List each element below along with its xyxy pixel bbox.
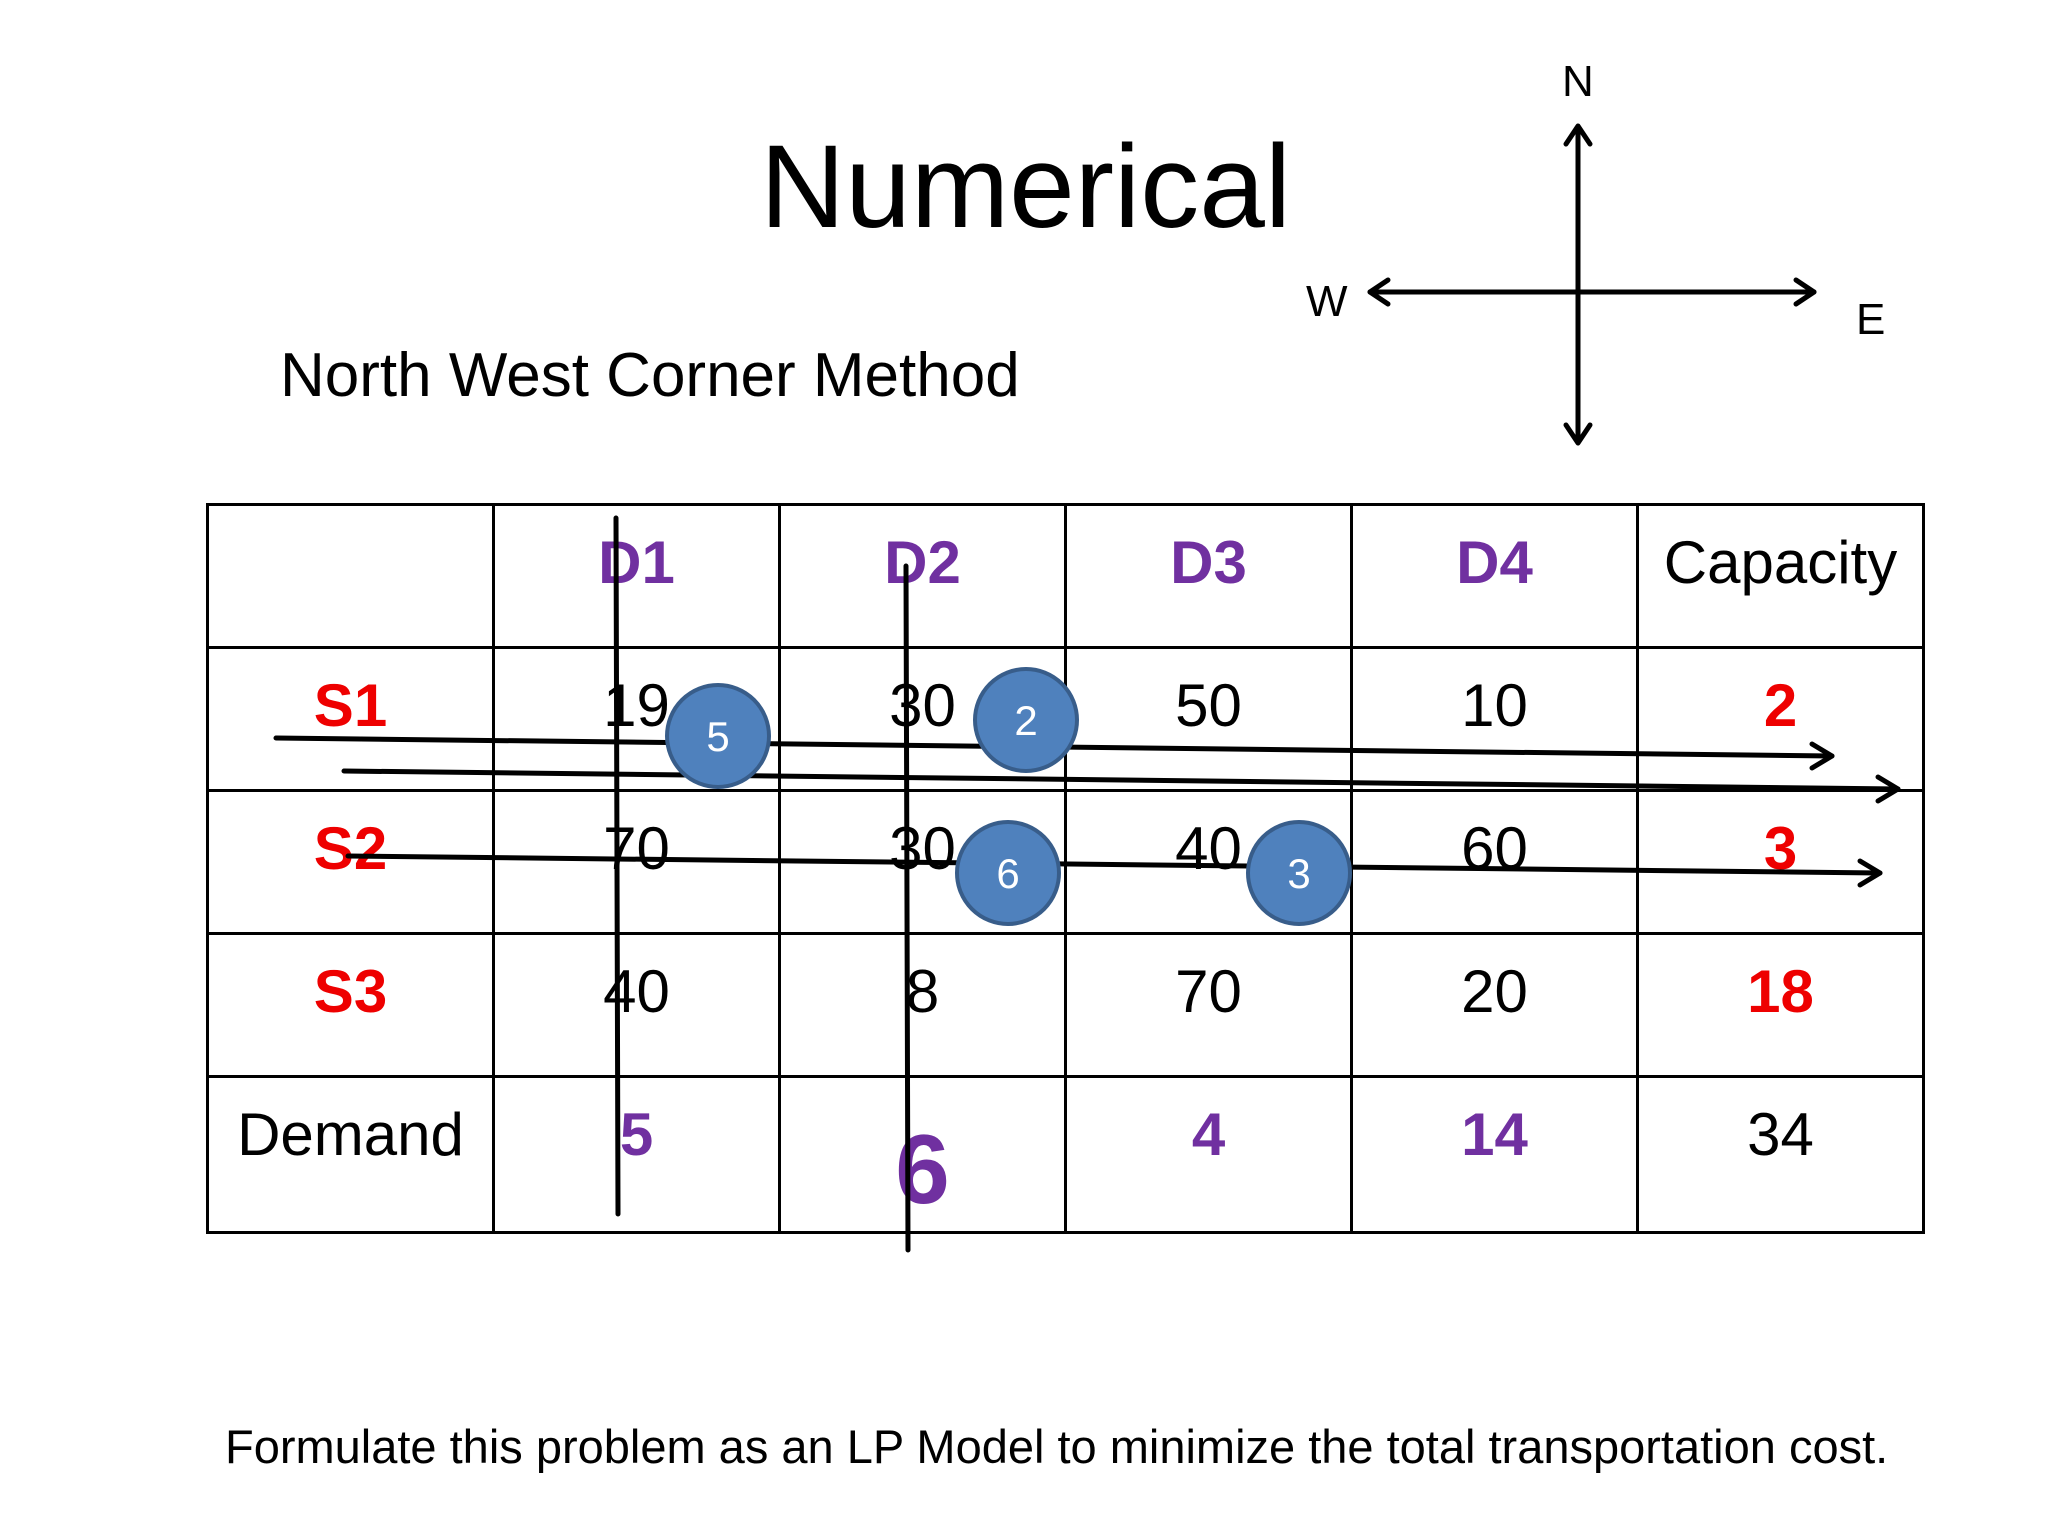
compass-east-label: E <box>1856 295 1886 344</box>
footer-instruction: Formulate this problem as an LP Model to… <box>225 1420 1889 1473</box>
strike-arrow-s2 <box>345 853 1883 876</box>
allocation-badge: 5 <box>665 683 771 789</box>
header-d4: D4 <box>1350 503 1639 649</box>
slide-title: Numerical <box>760 121 1292 253</box>
demand-total: 34 <box>1636 1075 1925 1234</box>
row-label-s1: S1 <box>206 646 495 792</box>
demand-label: Demand <box>206 1075 495 1234</box>
demand-cell: 14 <box>1350 1075 1639 1234</box>
allocation-badge: 6 <box>955 820 1061 926</box>
compass-north-label: N <box>1562 57 1594 106</box>
cost-cell: 70 <box>1064 932 1353 1078</box>
header-capacity: Capacity <box>1636 503 1925 649</box>
cost-cell: 50 <box>1064 646 1353 792</box>
allocation-badge: 3 <box>1246 820 1352 926</box>
cost-cell: 10 <box>1350 646 1639 792</box>
cost-cell: 40 <box>492 932 781 1078</box>
slide-subtitle: North West Corner Method <box>280 341 1020 410</box>
header-d3: D3 <box>1064 503 1353 649</box>
row-label-s3: S3 <box>206 932 495 1078</box>
svg-text:6: 6 <box>996 850 1019 897</box>
strike-arrow-extra <box>341 768 1901 792</box>
table-demand-row: Demand 5 6 4 14 34 <box>206 1075 1925 1234</box>
svg-text:5: 5 <box>706 713 729 760</box>
svg-text:3: 3 <box>1287 850 1310 897</box>
header-d1: D1 <box>492 503 781 649</box>
allocation-badge: 2 <box>973 667 1079 773</box>
strike-line-d2 <box>903 563 911 1253</box>
row-label-s2: S2 <box>206 789 495 935</box>
demand-cell: 4 <box>1064 1075 1353 1234</box>
cost-cell: 8 <box>778 932 1067 1078</box>
strike-line-d1 <box>613 515 621 1217</box>
cost-cell: 20 <box>1350 932 1639 1078</box>
capacity-cell: 18 <box>1636 932 1925 1078</box>
table-header-row: D1 D2 D3 D4 Capacity <box>206 503 1925 649</box>
demand-cell: 5 <box>492 1075 781 1234</box>
capacity-cell: 2 <box>1636 646 1925 792</box>
svg-text:2: 2 <box>1014 697 1037 744</box>
header-corner-cell <box>206 503 495 649</box>
header-d2: D2 <box>778 503 1067 649</box>
compass-west-label: W <box>1306 277 1348 326</box>
table-row-s3: S3 40 8 70 20 18 <box>206 932 1925 1078</box>
demand-cell: 6 <box>778 1075 1067 1234</box>
transportation-table: D1 D2 D3 D4 Capacity S1 19 30 50 10 2 S2… <box>206 503 1925 1234</box>
